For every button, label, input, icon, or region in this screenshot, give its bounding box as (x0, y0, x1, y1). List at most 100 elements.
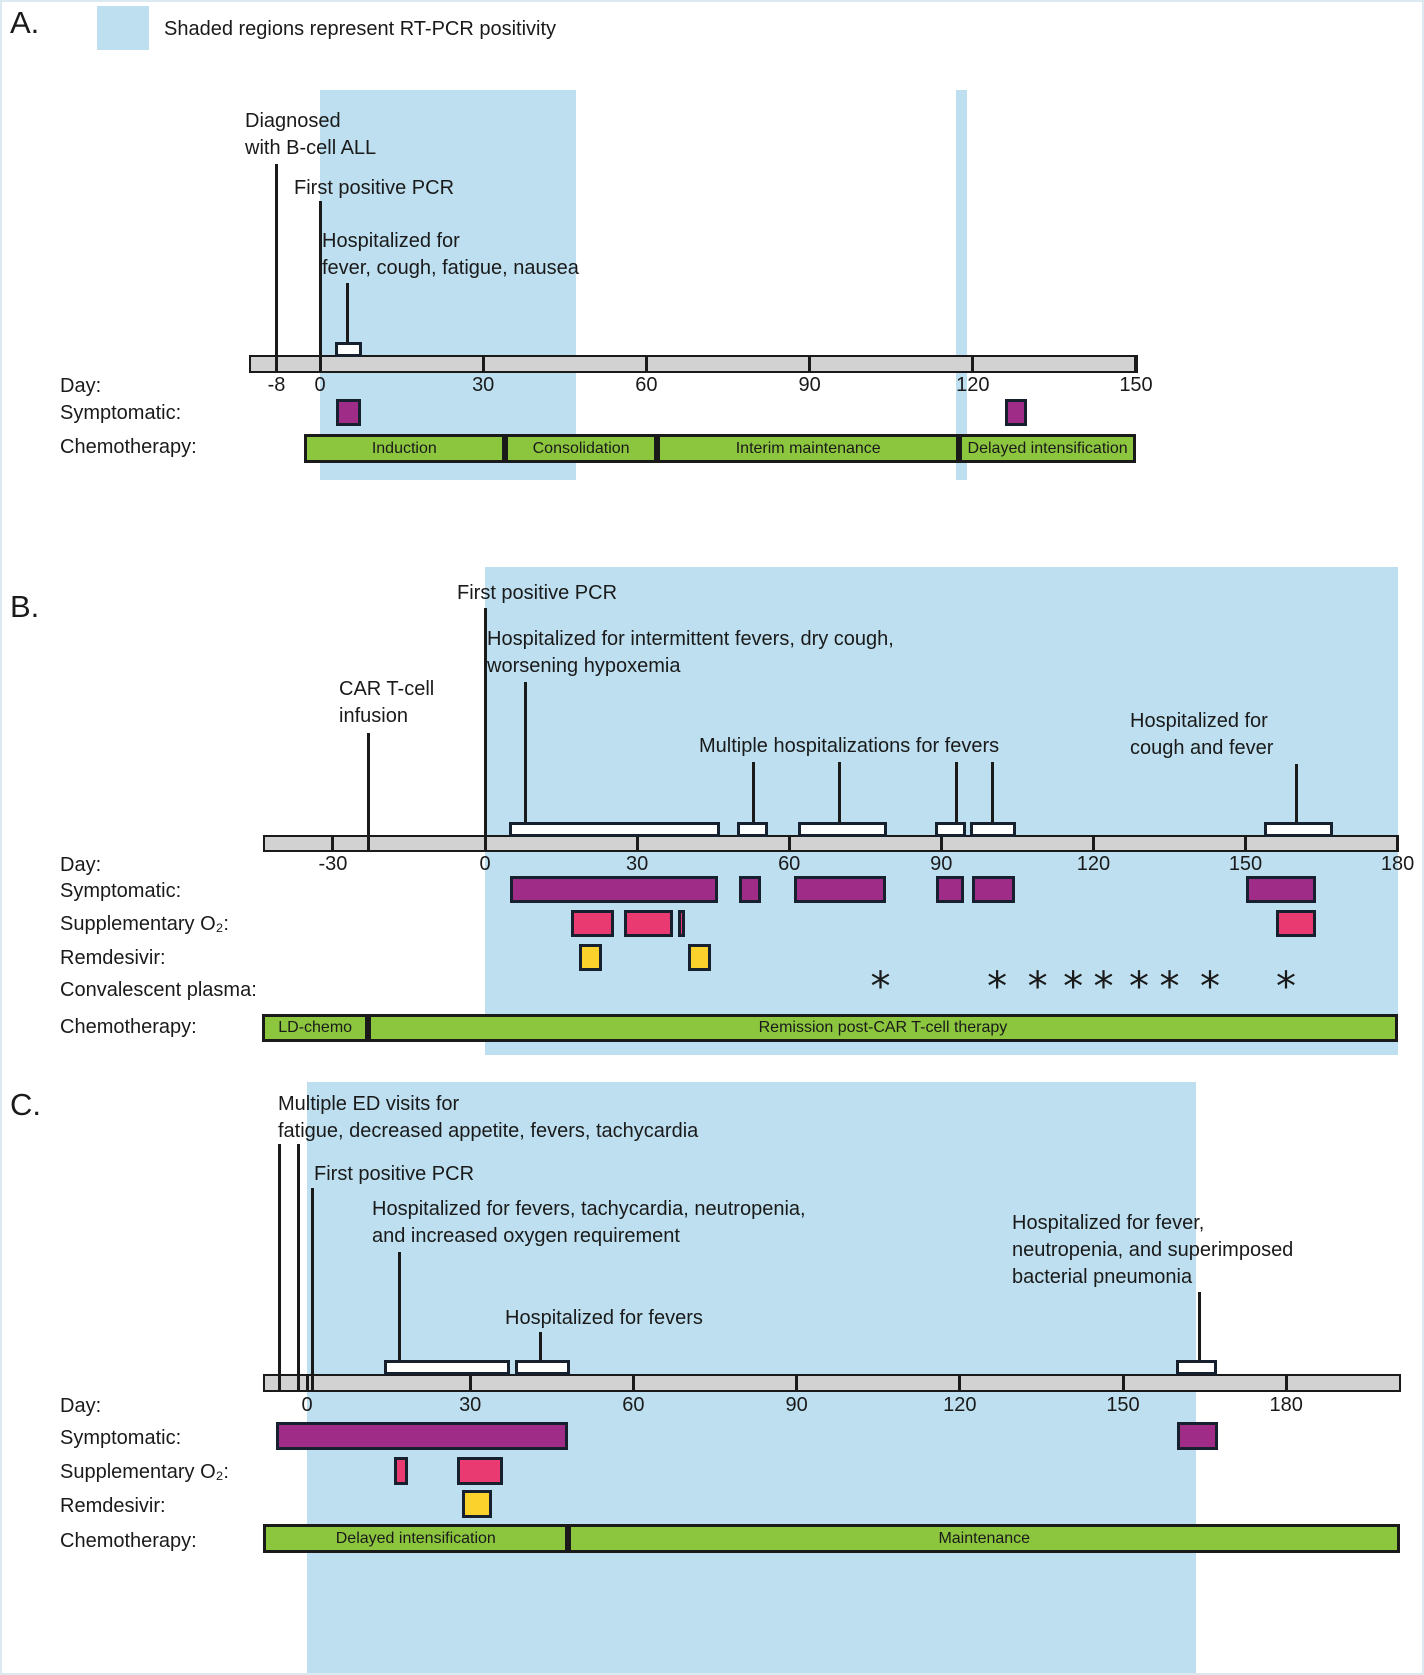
event-line (752, 762, 756, 822)
axis-tick (331, 835, 335, 852)
axis-tick-label: 30 (459, 1394, 482, 1416)
remdesivir-box (578, 944, 602, 971)
remdesivir-box (462, 1490, 492, 1518)
event-line (1197, 1292, 1201, 1361)
chemo-segment: LD-chemo (261, 1014, 369, 1042)
chemo-segment: Consolidation (504, 434, 658, 463)
supplementary-o2-box (394, 1457, 408, 1485)
chemo-segment: Interim maintenance (657, 434, 960, 463)
supplementary-o2-box (624, 910, 673, 937)
pcr-positive-region (956, 90, 968, 480)
axis-tick (958, 1374, 962, 1392)
hospitalization-box (508, 822, 720, 837)
row-label-supplementary-o2: Supplementary O₂: (60, 1461, 229, 1483)
convalescent-plasma-asterisk: * (1027, 964, 1048, 1010)
chemo-segment: Delayed intensification (263, 1524, 569, 1553)
hospitalization-box (514, 1360, 570, 1375)
axis-tick (1134, 355, 1138, 373)
axis-tick (787, 835, 791, 852)
axis-tick (305, 1374, 309, 1392)
row-label-chemotherapy: Chemotherapy: (60, 436, 197, 458)
event-line (838, 762, 842, 822)
convalescent-plasma-asterisk: * (870, 964, 891, 1010)
event-line (955, 762, 958, 822)
event-label: First positive PCR (314, 1163, 475, 1185)
symptomatic-box (336, 399, 361, 426)
remdesivir-box (687, 944, 711, 971)
symptomatic-box (1177, 1422, 1219, 1450)
axis-tick-label: 0 (314, 374, 326, 396)
axis-label: Day: (60, 854, 102, 876)
axis-tick (631, 1374, 635, 1392)
axis-tick-label: 180 (1380, 853, 1415, 875)
axis-tick-label: 60 (622, 1394, 645, 1416)
axis-tick-label: 90 (785, 1394, 808, 1416)
hospitalization-box (1264, 822, 1334, 837)
row-label-symptomatic: Symptomatic: (60, 1427, 182, 1449)
axis-tick (795, 1374, 799, 1392)
event-label: First positive PCR (457, 582, 618, 604)
row-label-supplementary-o2: Supplementary O₂: (60, 913, 229, 935)
timeline-bar (249, 355, 1136, 373)
axis-tick-label: 60 (635, 374, 658, 396)
row-label-remdesivir: Remdesivir: (60, 1495, 166, 1517)
axis-tick (1284, 1374, 1288, 1392)
event-line (278, 1144, 282, 1392)
axis-tick-label: -8 (267, 374, 286, 396)
event-label: Hospitalized for fevers (505, 1307, 703, 1329)
event-label: Hospitalized for fevers, tachycardia, ne… (372, 1198, 806, 1247)
convalescent-plasma-asterisk: * (1159, 964, 1180, 1010)
event-line (274, 164, 278, 373)
axis-tick (971, 355, 975, 373)
symptomatic-box (1005, 399, 1028, 426)
axis-label: Day: (60, 1395, 102, 1417)
hospitalization-box (797, 822, 888, 837)
axis-tick-label: 150 (1228, 853, 1263, 875)
convalescent-plasma-asterisk: * (1200, 964, 1220, 1010)
chemo-segment: Induction (303, 434, 505, 463)
row-label-chemotherapy: Chemotherapy: (60, 1530, 197, 1552)
row-label-convalescent-plasma: Convalescent plasma: (60, 979, 257, 1001)
convalescent-plasma-asterisk: * (1093, 964, 1114, 1010)
event-label: Multiple hospitalizations for fevers (699, 735, 1000, 757)
row-label-symptomatic: Symptomatic: (60, 880, 182, 902)
event-label: Hospitalized for intermittent fevers, dr… (487, 628, 894, 677)
convalescent-plasma-asterisk: * (1276, 964, 1297, 1010)
symptomatic-box (275, 1422, 569, 1450)
timeline-bar (263, 1374, 1401, 1392)
event-line (345, 283, 349, 342)
convalescent-plasma-asterisk: * (987, 964, 1008, 1010)
event-label: First positive PCR (294, 177, 455, 199)
chemo-segment: Delayed intensification (959, 434, 1136, 463)
event-line (397, 1252, 401, 1361)
symptomatic-box (971, 876, 1015, 903)
axis-tick (1396, 835, 1400, 852)
axis-tick-label: 30 (625, 853, 649, 875)
event-line (483, 608, 487, 851)
symptomatic-box (738, 876, 762, 903)
pcr-positive-region (485, 567, 1398, 1055)
axis-tick-label: 90 (930, 853, 953, 875)
supplementary-o2-box (677, 910, 686, 937)
axis-tick (1244, 835, 1247, 852)
axis-tick-label: 30 (472, 374, 495, 396)
axis-tick (481, 355, 485, 373)
symptomatic-box (510, 876, 719, 903)
symptomatic-box (794, 876, 886, 903)
axis-tick (644, 355, 648, 373)
axis-tick-label: 90 (798, 374, 821, 396)
panel-label: A. (10, 5, 40, 40)
axis-tick-label: 120 (943, 1394, 977, 1416)
axis-tick-label: 180 (1269, 1394, 1303, 1416)
axis-tick-label: 60 (778, 853, 801, 875)
row-label-symptomatic: Symptomatic: (60, 402, 182, 424)
row-label-remdesivir: Remdesivir: (60, 947, 166, 969)
axis-tick (635, 835, 639, 852)
symptomatic-box (1245, 876, 1317, 903)
event-line (1294, 764, 1298, 822)
axis-tick (808, 355, 812, 373)
axis-tick-label: 150 (1119, 374, 1153, 396)
